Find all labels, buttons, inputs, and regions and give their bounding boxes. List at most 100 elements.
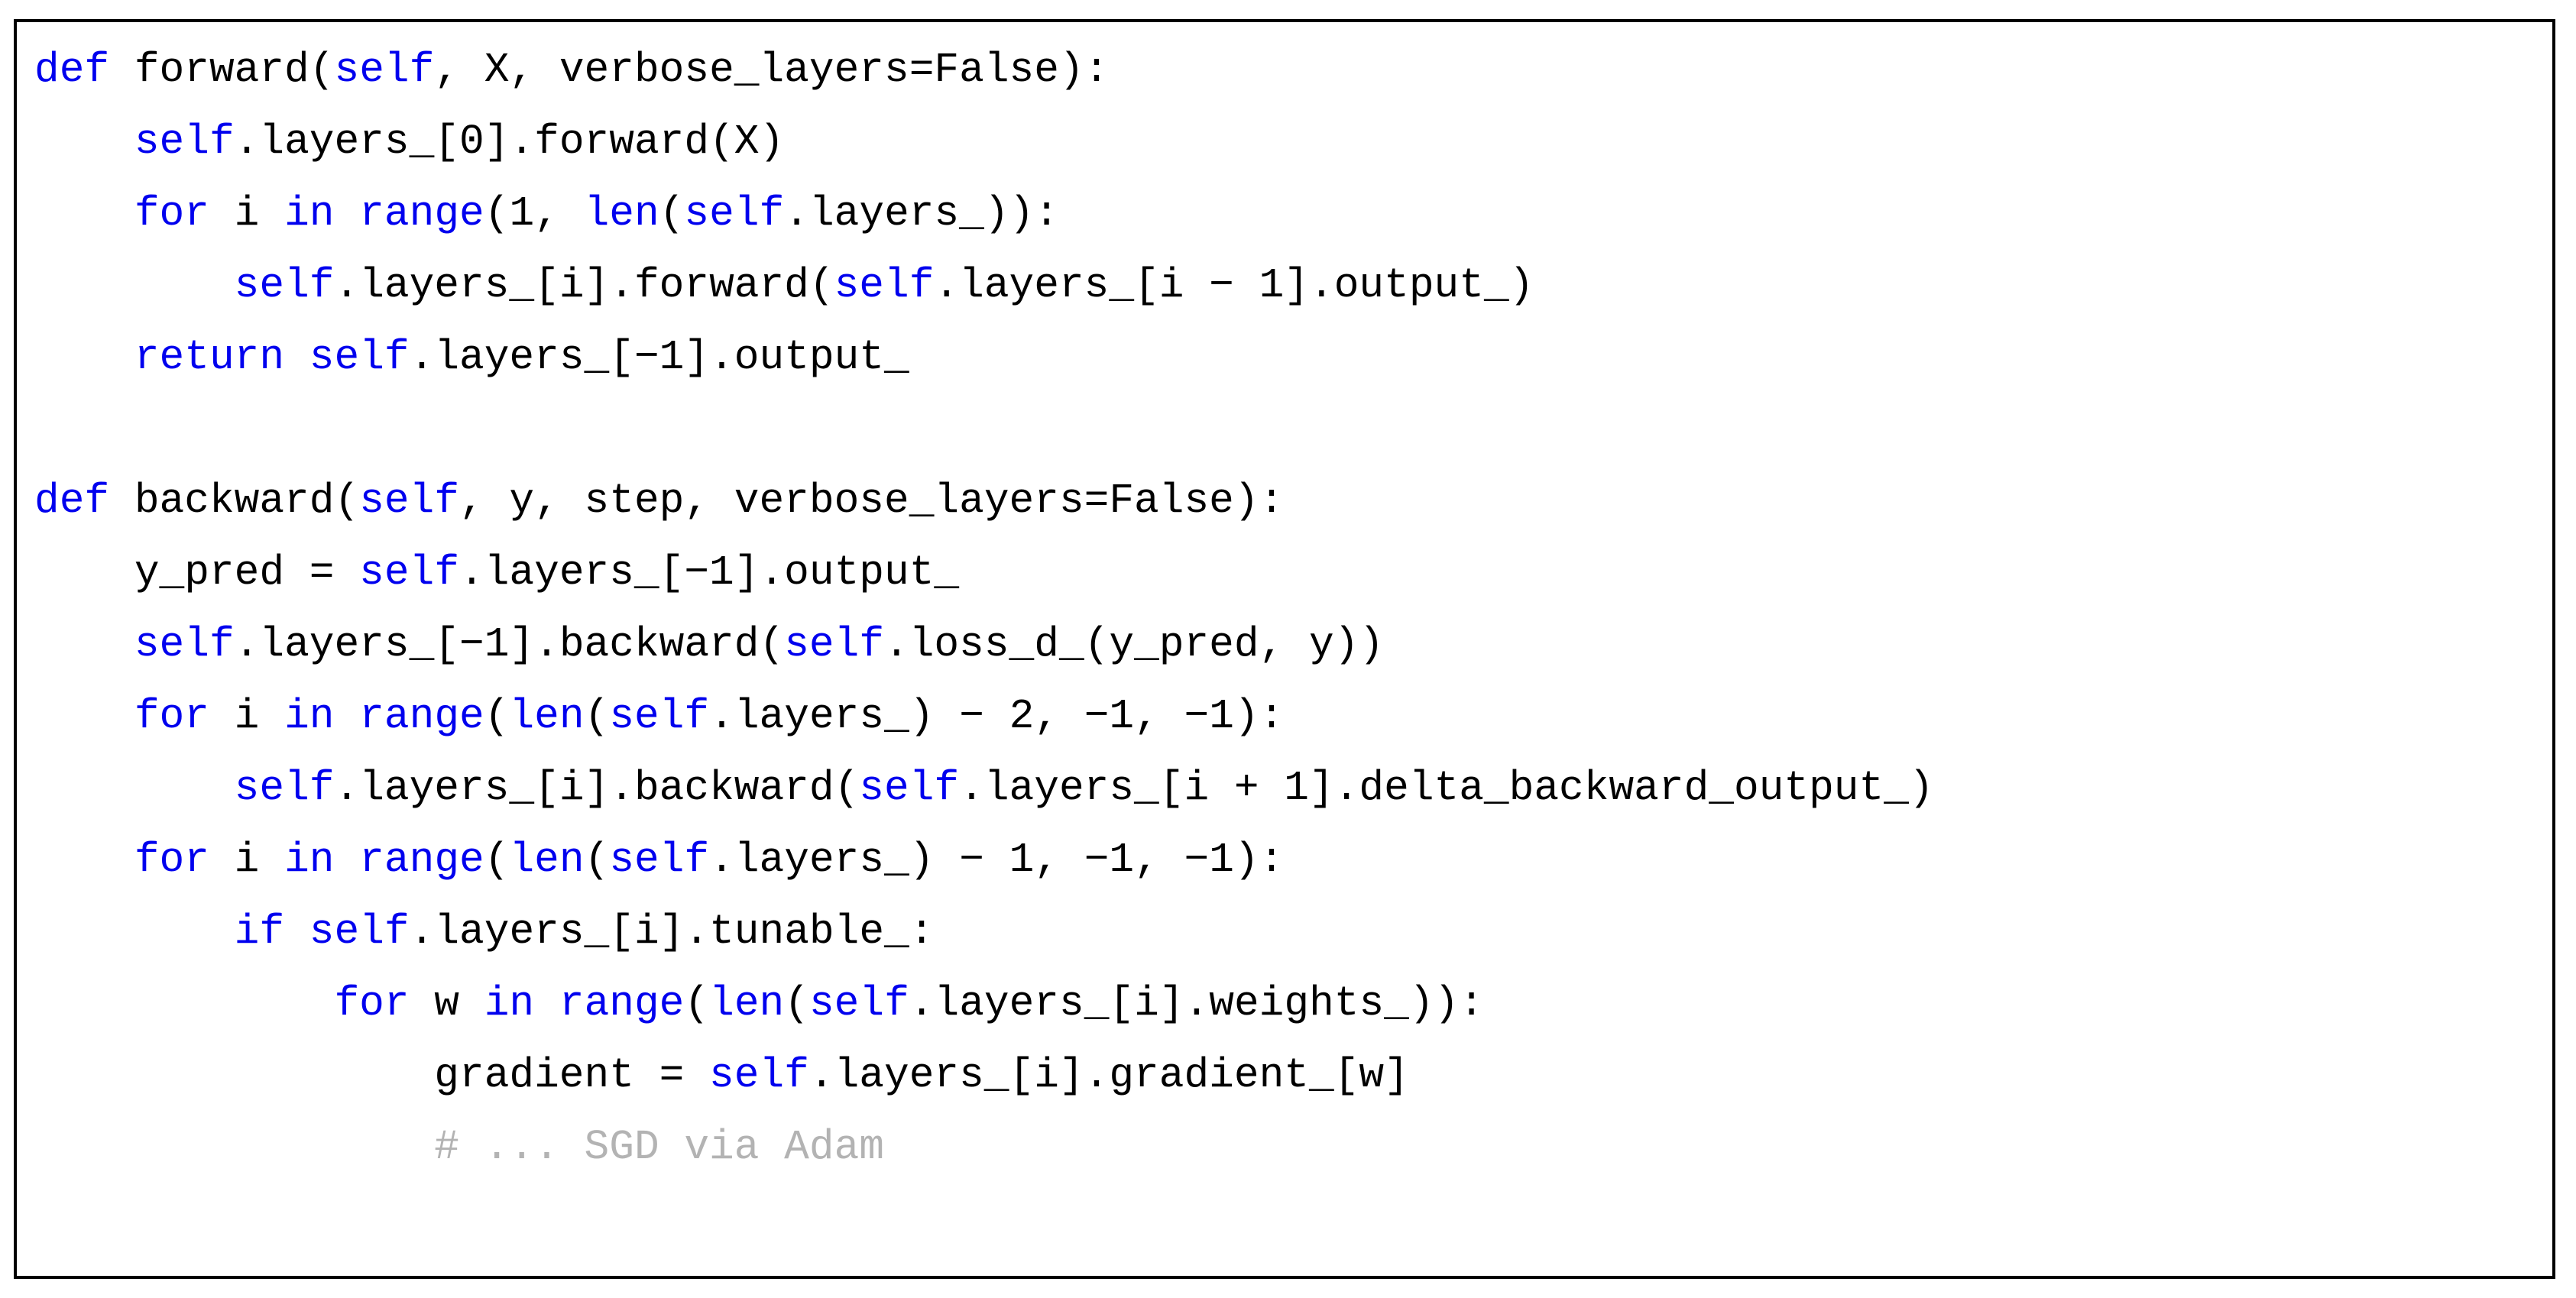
code-token-plain: .layers_) − 1, −1, −1): bbox=[709, 837, 1285, 884]
code-token-keyword: self bbox=[684, 191, 785, 238]
code-token-keyword: self bbox=[134, 119, 235, 166]
code-token-keyword: self bbox=[808, 981, 909, 1028]
code-line: self.layers_[i].backward(self.layers_[i … bbox=[34, 753, 2552, 825]
code-token-keyword: self bbox=[309, 335, 410, 381]
code-token-plain: gradient = bbox=[34, 1053, 710, 1099]
code-token-keyword: len bbox=[709, 981, 785, 1028]
code-line: for i in range(len(self.layers_) − 1, −1… bbox=[34, 825, 2552, 897]
code-token-plain bbox=[34, 622, 134, 668]
code-token-plain: i bbox=[209, 694, 285, 740]
code-token-keyword: self bbox=[234, 263, 335, 309]
code-token-keyword: if bbox=[234, 909, 285, 956]
code-line: for w in range(len(self.layers_[i].weigh… bbox=[34, 969, 2552, 1041]
code-token-plain bbox=[534, 981, 559, 1028]
code-token-comment: # ... SGD via Adam bbox=[434, 1125, 884, 1171]
code-token-plain: ( bbox=[684, 981, 710, 1028]
code-token-plain: , y, step, verbose_layers=False): bbox=[459, 478, 1285, 525]
code-token-plain bbox=[34, 837, 134, 884]
code-token-keyword: self bbox=[334, 47, 435, 94]
code-content: def forward(self, X, verbose_layers=Fals… bbox=[17, 22, 2552, 1184]
code-token-plain bbox=[34, 981, 334, 1028]
code-line: if self.layers_[i].tunable_: bbox=[34, 897, 2552, 969]
code-token-plain bbox=[34, 766, 235, 812]
code-token-plain: ( bbox=[484, 694, 510, 740]
code-token-keyword: in bbox=[284, 837, 335, 884]
code-token-plain: ( bbox=[659, 191, 685, 238]
code-token-keyword: self bbox=[359, 478, 460, 525]
code-block-frame: def forward(self, X, verbose_layers=Fals… bbox=[14, 19, 2555, 1279]
code-token-keyword: def bbox=[34, 478, 110, 525]
code-line: # ... SGD via Adam bbox=[34, 1112, 2552, 1184]
code-token-plain: forward( bbox=[109, 47, 335, 94]
code-token-plain bbox=[284, 909, 309, 956]
code-token-plain bbox=[34, 191, 134, 238]
code-token-plain bbox=[34, 335, 134, 381]
code-token-plain: (1, bbox=[484, 191, 585, 238]
code-token-keyword: def bbox=[34, 47, 110, 94]
code-token-keyword: self bbox=[609, 837, 710, 884]
code-token-keyword: len bbox=[584, 191, 659, 238]
code-token-keyword: for bbox=[134, 191, 209, 238]
code-token-plain: .layers_[i].weights_)): bbox=[909, 981, 1485, 1028]
code-token-plain: .layers_)): bbox=[784, 191, 1060, 238]
code-token-keyword: len bbox=[509, 694, 585, 740]
code-token-keyword: range bbox=[559, 981, 685, 1028]
code-token-keyword: self bbox=[859, 766, 960, 812]
code-token-plain: backward( bbox=[109, 478, 360, 525]
code-token-plain bbox=[284, 335, 309, 381]
code-line: for i in range(1, len(self.layers_)): bbox=[34, 179, 2552, 251]
code-token-plain bbox=[34, 909, 235, 956]
code-token-plain bbox=[34, 119, 134, 166]
code-token-plain: , X, verbose_layers=False): bbox=[434, 47, 1110, 94]
code-token-plain: ( bbox=[584, 694, 610, 740]
code-token-plain: .layers_[i].backward( bbox=[334, 766, 860, 812]
code-line bbox=[34, 394, 2552, 466]
code-token-plain: .layers_[−1].output_ bbox=[459, 550, 960, 597]
code-token-keyword: for bbox=[134, 837, 209, 884]
code-token-plain bbox=[335, 191, 360, 238]
code-token-plain bbox=[34, 263, 235, 309]
code-line: self.layers_[0].forward(X) bbox=[34, 107, 2552, 179]
code-line: self.layers_[−1].backward(self.loss_d_(y… bbox=[34, 610, 2552, 681]
code-token-plain: .layers_[i + 1].delta_backward_output_) bbox=[959, 766, 1934, 812]
code-token-keyword: return bbox=[134, 335, 285, 381]
code-line: for i in range(len(self.layers_) − 2, −1… bbox=[34, 681, 2552, 753]
code-token-plain: i bbox=[209, 837, 285, 884]
code-token-plain: .layers_[i].forward( bbox=[334, 263, 834, 309]
code-token-keyword: for bbox=[134, 694, 209, 740]
code-token-keyword: self bbox=[134, 622, 235, 668]
code-token-plain bbox=[34, 1125, 434, 1171]
code-token-plain: ( bbox=[784, 981, 809, 1028]
code-token-plain: y_pred = bbox=[34, 550, 360, 597]
code-token-plain: .layers_[i].gradient_[w] bbox=[808, 1053, 1409, 1099]
code-token-plain: .layers_[i].tunable_: bbox=[409, 909, 935, 956]
code-token-keyword: self bbox=[609, 694, 710, 740]
code-line: def backward(self, y, step, verbose_laye… bbox=[34, 466, 2552, 538]
code-token-plain bbox=[34, 694, 134, 740]
code-token-keyword: range bbox=[359, 694, 484, 740]
code-token-keyword: in bbox=[284, 694, 335, 740]
code-token-keyword: self bbox=[234, 766, 335, 812]
code-token-plain: w bbox=[409, 981, 484, 1028]
code-token-keyword: in bbox=[284, 191, 335, 238]
code-token-plain: ( bbox=[484, 837, 510, 884]
code-line: self.layers_[i].forward(self.layers_[i −… bbox=[34, 251, 2552, 322]
code-token-plain: .layers_) − 2, −1, −1): bbox=[709, 694, 1285, 740]
code-token-plain: ( bbox=[584, 837, 610, 884]
code-token-keyword: len bbox=[509, 837, 585, 884]
code-token-plain: .layers_[i − 1].output_) bbox=[934, 263, 1534, 309]
code-line: def forward(self, X, verbose_layers=Fals… bbox=[34, 35, 2552, 107]
code-token-keyword: self bbox=[784, 622, 885, 668]
code-line: gradient = self.layers_[i].gradient_[w] bbox=[34, 1041, 2552, 1112]
code-token-plain: i bbox=[209, 191, 285, 238]
code-token-keyword: self bbox=[709, 1053, 809, 1099]
code-token-plain: .layers_[−1].backward( bbox=[234, 622, 785, 668]
code-token-plain: .layers_[0].forward(X) bbox=[234, 119, 785, 166]
code-token-keyword: range bbox=[359, 837, 484, 884]
code-line: return self.layers_[−1].output_ bbox=[34, 322, 2552, 394]
code-token-keyword: self bbox=[834, 263, 935, 309]
code-token-keyword: self bbox=[359, 550, 459, 597]
code-line: y_pred = self.layers_[−1].output_ bbox=[34, 538, 2552, 610]
code-token-plain bbox=[335, 694, 360, 740]
code-token-plain bbox=[335, 837, 360, 884]
